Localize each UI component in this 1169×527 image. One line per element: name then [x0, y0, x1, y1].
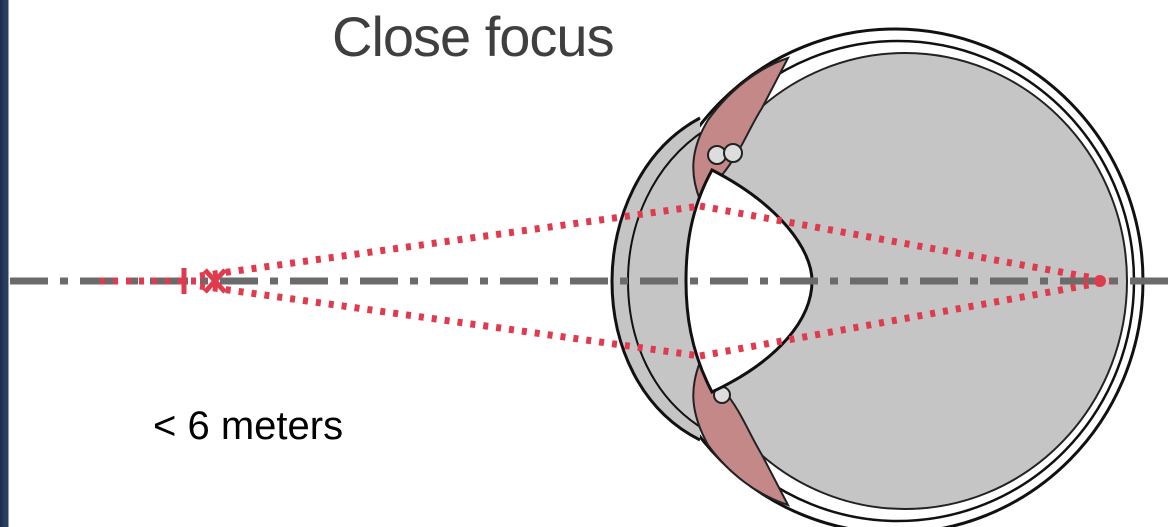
focal-point — [1094, 275, 1106, 287]
diagram-title: Close focus — [332, 4, 614, 69]
distance-label: < 6 meters — [153, 404, 343, 449]
zonule-top-2 — [724, 144, 742, 162]
